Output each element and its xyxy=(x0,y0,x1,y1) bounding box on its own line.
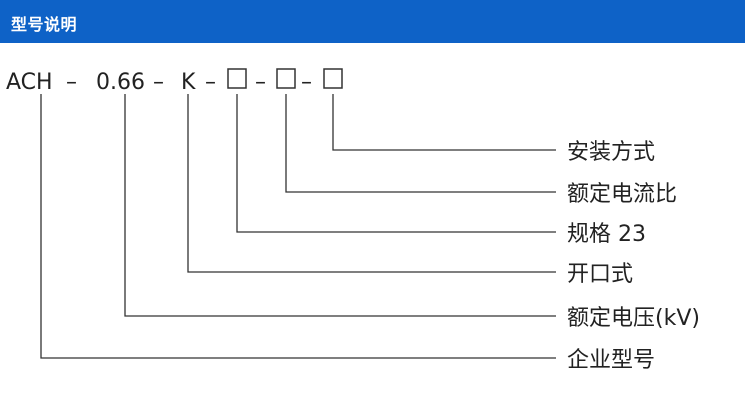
leader-line-rated-voltage xyxy=(124,94,556,317)
code-dash-2: – xyxy=(153,70,164,95)
code-dash-5: – xyxy=(301,70,312,95)
code-placeholder-box-spec xyxy=(227,68,247,89)
label-rated-current: 额定电流比 xyxy=(567,182,677,207)
code-placeholder-box-mounting xyxy=(323,68,343,89)
label-rated-voltage: 额定电压(kV) xyxy=(567,306,700,331)
leader-line-mounting xyxy=(332,94,556,151)
code-voltage: 0.66 xyxy=(96,70,145,95)
code-dash-3: – xyxy=(205,70,216,95)
code-placeholder-box-current xyxy=(276,68,296,89)
label-open: 开口式 xyxy=(567,262,633,287)
leader-line-spec xyxy=(236,94,556,233)
label-spec: 规格 23 xyxy=(567,222,646,247)
code-dash-1: – xyxy=(66,70,77,95)
code-type-letter: K xyxy=(181,70,196,95)
leader-line-enterprise-model xyxy=(40,94,556,359)
leader-line-open xyxy=(187,94,556,273)
leader-line-rated-current xyxy=(285,94,556,193)
code-prefix: ACH xyxy=(6,70,53,95)
section-title: 型号说明 xyxy=(11,15,78,34)
label-mounting: 安装方式 xyxy=(567,140,655,165)
code-dash-4: – xyxy=(255,70,266,95)
label-enterprise-model: 企业型号 xyxy=(567,348,655,373)
header-bar: 型号说明 xyxy=(0,0,745,43)
